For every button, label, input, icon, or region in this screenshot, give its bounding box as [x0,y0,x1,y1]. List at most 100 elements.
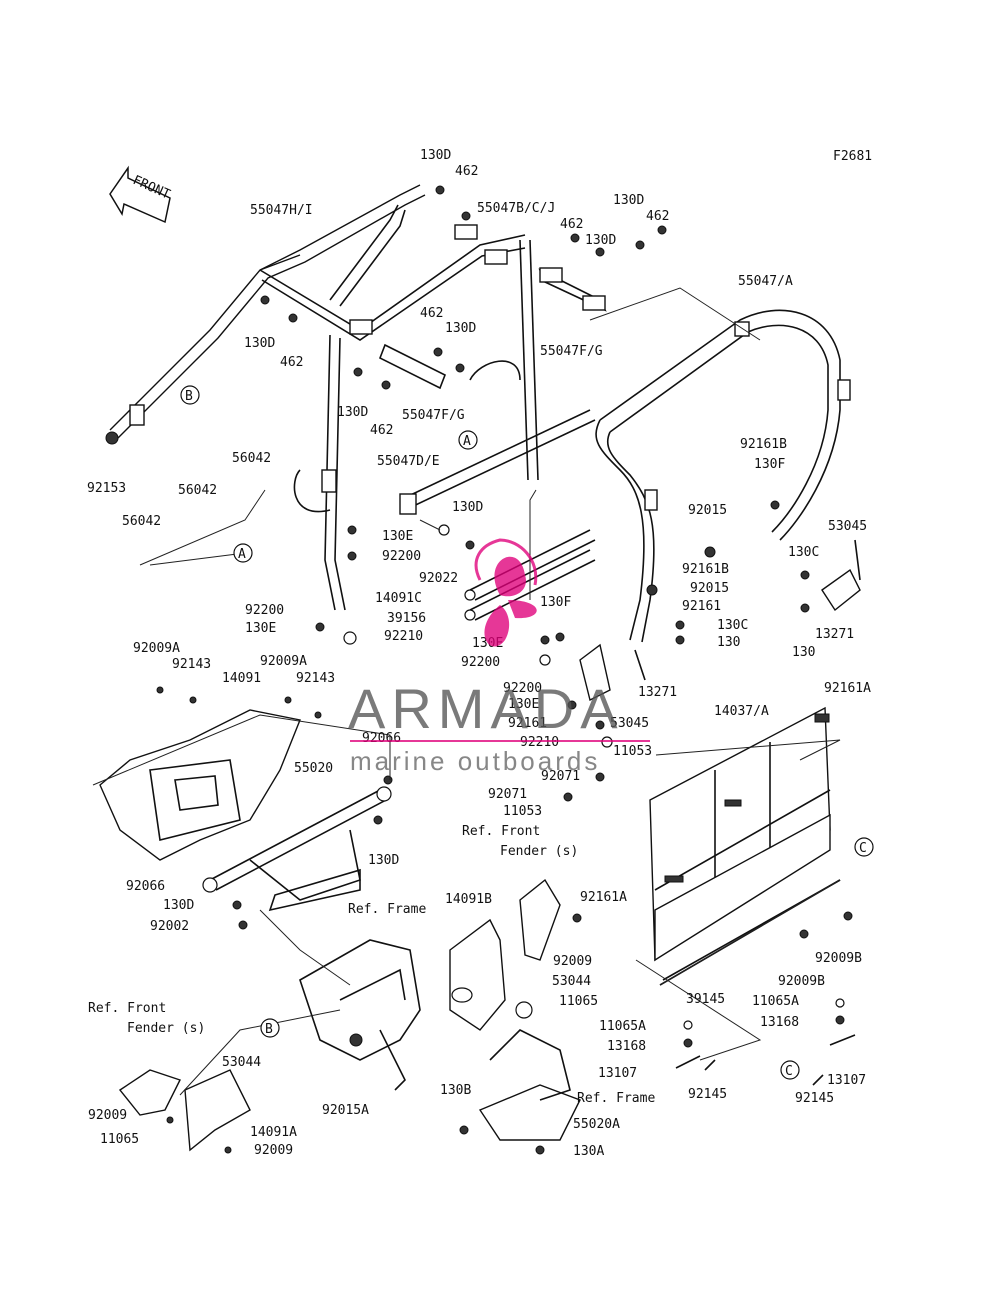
part-label: 13271 [638,685,677,700]
part-label: 53044 [552,974,591,989]
part-label: 92145 [795,1091,834,1106]
part-label: 39145 [686,992,725,1007]
callout-c-right: C [854,837,874,857]
latch-53045-lower [579,643,646,702]
crossbar-d-e [399,409,596,515]
watermark-brand: ARMADA [348,677,624,740]
part-label: 55047D/E [377,454,440,469]
fender-cover-front [118,1069,251,1152]
part-label: 130C [788,545,819,560]
part-label: 56042 [232,451,271,466]
part-label: 130D [368,853,399,868]
part-label: 55047F/G [402,408,465,423]
part-label: 92009A [260,654,307,669]
callout-a-lower: A [233,543,253,563]
part-label: 92015 [690,581,729,596]
part-label: 462 [560,217,583,232]
part-label: 130F [540,595,571,610]
part-label: 130D [585,233,616,248]
part-label: 13107 [598,1066,637,1081]
reference-lines [92,287,841,1096]
part-label: 92161B [682,562,729,577]
part-label: 92071 [488,787,527,802]
svg-text:B: B [265,1022,273,1037]
part-label: 92161A [824,681,871,696]
part-label: 92161 [682,599,721,614]
part-label: 11065 [559,994,598,1009]
front-bumper-cover [99,709,301,861]
part-label: 55020A [573,1117,620,1132]
part-label: 92009 [254,1143,293,1158]
part-label: 130 [792,645,815,660]
part-label: 462 [420,306,443,321]
svg-text:A: A [238,547,246,562]
armada-watermark: ARMADA marine outboards [348,538,650,776]
part-label: 92022 [419,571,458,586]
part-label: 11065A [599,1019,646,1034]
roll-cage-front [109,184,539,611]
skid-plate [478,1029,581,1141]
fender-cover-rear [449,878,561,1031]
part-label: 11065A [752,994,799,1009]
part-label: 92145 [688,1087,727,1102]
part-label: 11053 [613,744,652,759]
part-label: 92071 [541,769,580,784]
part-label: 55047B/C/J [477,201,555,216]
part-label: Ref. Frame [348,902,426,917]
part-label: 53044 [222,1055,261,1070]
part-label: 92009B [815,951,862,966]
part-label: 92200 [461,655,500,670]
part-label: 14091A [250,1125,297,1140]
part-label: 56042 [178,483,217,498]
part-label: 92161B [740,437,787,452]
part-label: 462 [280,355,303,370]
part-label: 13168 [607,1039,646,1054]
part-label: Ref. Frame [577,1091,655,1106]
part-label: 56042 [122,514,161,529]
callout-b-upper: B [180,385,200,405]
svg-text:C: C [785,1064,793,1079]
svg-text:A: A [463,434,471,449]
part-label: 92153 [87,481,126,496]
part-label: 130A [573,1144,604,1159]
part-label: 11053 [503,804,542,819]
part-label: 130D [420,148,451,163]
callout-c-lower: C [780,1060,800,1080]
crossbar-f-g-upper [538,267,607,312]
part-label: 92200 [382,549,421,564]
part-label: 13168 [760,1015,799,1030]
part-label: 92143 [296,671,335,686]
part-label: 130F [754,457,785,472]
part-label: 55047F/G [540,344,603,359]
part-label: 130D [337,405,368,420]
part-label: 53045 [610,716,649,731]
part-label: 130D [244,336,275,351]
front-arrow-icon: FRONT [109,165,172,224]
part-label: 130E [382,529,413,544]
part-label: 14091 [222,671,261,686]
svg-text:B: B [185,389,193,404]
part-label: 13271 [815,627,854,642]
figure-code: F2681 [833,149,872,164]
part-label: 130E [508,697,539,712]
front-bumper [202,786,392,912]
rear-panel [649,706,841,981]
part-label: 14091C [375,591,422,606]
part-label: 92009 [553,954,592,969]
part-label: 55047H/I [250,203,313,218]
part-label: 14037/A [714,704,769,719]
part-label: 39156 [387,611,426,626]
part-label: 55020 [294,761,333,776]
part-label: 92009A [133,641,180,656]
part-label: 130 [717,635,740,650]
part-label: 130D [613,193,644,208]
part-label: Ref. Front [462,824,540,839]
part-label: 92015 [688,503,727,518]
part-label: 130D [445,321,476,336]
callout-b-lower: B [260,1018,280,1038]
part-label: Fender (s) [127,1021,205,1036]
part-label: 92161 [508,716,547,731]
part-label: 92143 [172,657,211,672]
